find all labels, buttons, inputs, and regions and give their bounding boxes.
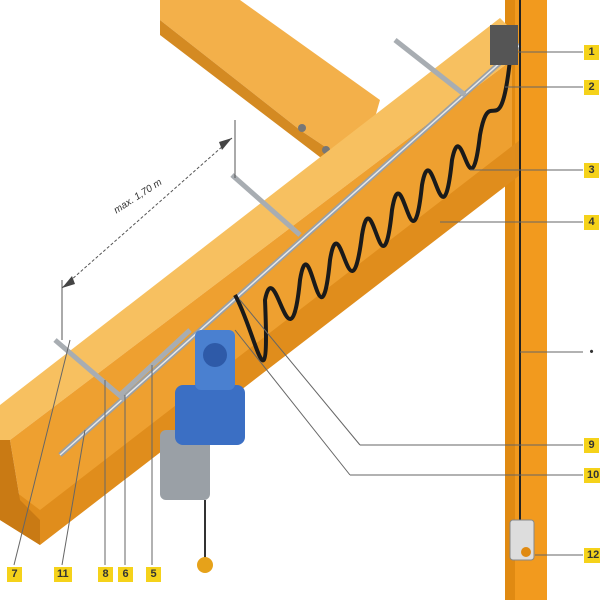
leader-lines: [13, 51, 583, 566]
dimension-arrow: [61, 137, 233, 289]
callout-11: 11: [54, 567, 72, 582]
callout-3: 3: [584, 163, 599, 178]
main-beam-top-flange: [0, 18, 512, 440]
callout-5: 5: [146, 567, 161, 582]
hoist-motor: [160, 430, 210, 500]
hook: [197, 557, 213, 573]
callout-9: 9: [584, 438, 599, 453]
callout-1: 1: [584, 45, 599, 60]
callout-8: 8: [98, 567, 113, 582]
upper-beam: [160, 0, 380, 170]
power-feed-box: [490, 25, 518, 65]
callout-4: 4: [584, 215, 599, 230]
callout-6: 6: [118, 567, 133, 582]
callout-7: 7: [7, 567, 22, 582]
main-beam-web: [10, 60, 512, 520]
main-beam-bottom-flange: [0, 140, 520, 545]
callout-12: 12: [584, 548, 600, 563]
electric-hoist: [175, 385, 245, 445]
callout-dot: •: [589, 346, 594, 358]
callout-2: 2: [584, 80, 599, 95]
festoon-cable: [233, 59, 512, 363]
rail-hangers: [53, 38, 467, 402]
callout-10: 10: [584, 468, 600, 483]
